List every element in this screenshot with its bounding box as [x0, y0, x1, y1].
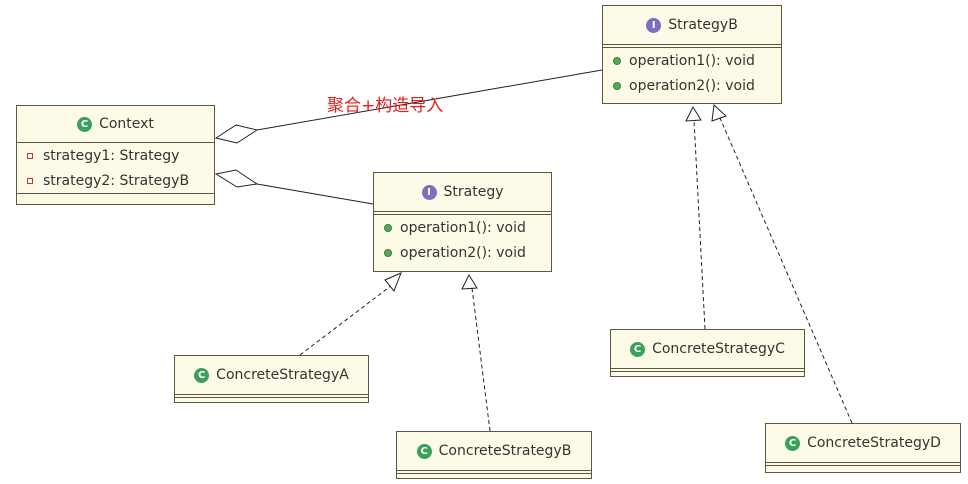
concrete-c-methods — [611, 371, 804, 374]
concrete-a-header: C ConcreteStrategyA — [175, 356, 368, 394]
method-label: operation2(): void — [629, 77, 755, 94]
realization-arrow-c — [685, 105, 702, 122]
strategy-interface[interactable]: I Strategy operation1(): void operation2… — [373, 172, 552, 272]
strategy-methods: operation1(): void operation2(): void — [374, 214, 551, 265]
concrete-a-methods — [175, 397, 368, 400]
method-row[interactable]: operation2(): void — [374, 240, 551, 265]
aggregation-label: 聚合+构造导入 — [327, 96, 444, 116]
concrete-d-fields — [766, 462, 960, 465]
strategy-header: I Strategy — [374, 173, 551, 211]
concrete-d-methods — [766, 465, 960, 468]
aggregation-diamond-bottom — [214, 169, 259, 188]
realization-line-b — [471, 287, 491, 432]
concrete-d-header: C ConcreteStrategyD — [766, 424, 960, 462]
strategyB-interface[interactable]: I StrategyB operation1(): void operation… — [602, 5, 782, 104]
interface-icon: I — [646, 17, 662, 33]
aggregation-line-strategyB — [256, 69, 603, 131]
method-row[interactable]: operation1(): void — [603, 48, 781, 73]
private-field-icon — [27, 152, 33, 159]
strategy-fields — [374, 211, 551, 214]
private-field-icon — [27, 177, 33, 184]
concrete-strategy-d-class[interactable]: C ConcreteStrategyD — [765, 423, 961, 473]
interface-icon: I — [421, 184, 437, 200]
context-methods — [17, 193, 214, 196]
class-icon: C — [194, 367, 210, 383]
realization-line-a — [299, 284, 393, 356]
concrete-a-fields — [175, 394, 368, 397]
concrete-c-header: C ConcreteStrategyC — [611, 330, 804, 368]
strategyB-fields — [603, 44, 781, 47]
public-method-icon — [384, 248, 392, 257]
context-class[interactable]: C Context strategy1: Strategy strategy2:… — [16, 105, 215, 205]
concrete-strategy-a-class[interactable]: C ConcreteStrategyA — [174, 355, 369, 403]
aggregation-diamond-top — [214, 124, 259, 144]
concrete-b-header: C ConcreteStrategyB — [397, 432, 591, 470]
method-label: operation1(): void — [400, 219, 526, 236]
strategyB-methods: operation1(): void operation2(): void — [603, 47, 781, 98]
realization-arrow-a — [384, 272, 402, 292]
class-name: ConcreteStrategyC — [652, 341, 785, 357]
interface-name: Strategy — [443, 184, 504, 200]
class-name: ConcreteStrategyA — [216, 367, 349, 383]
method-label: operation1(): void — [629, 52, 755, 69]
method-row[interactable]: operation2(): void — [603, 73, 781, 98]
class-name: ConcreteStrategyB — [438, 443, 572, 459]
class-icon: C — [77, 116, 93, 132]
concrete-b-methods — [397, 473, 591, 476]
realization-line-c — [693, 119, 706, 330]
concrete-b-fields — [397, 470, 591, 473]
class-icon: C — [785, 435, 801, 451]
class-icon: C — [416, 443, 432, 459]
realization-arrow-b — [461, 273, 478, 290]
field-row[interactable]: strategy2: StrategyB — [17, 168, 214, 193]
field-label: strategy2: StrategyB — [43, 172, 190, 189]
context-header: C Context — [17, 106, 214, 142]
field-label: strategy1: Strategy — [43, 147, 180, 164]
class-name: Context — [99, 116, 154, 132]
concrete-strategy-c-class[interactable]: C ConcreteStrategyC — [610, 329, 805, 377]
concrete-c-fields — [611, 368, 804, 371]
method-row[interactable]: operation1(): void — [374, 215, 551, 240]
class-icon: C — [630, 341, 646, 357]
public-method-icon — [384, 223, 392, 232]
public-method-icon — [613, 81, 621, 90]
public-method-icon — [613, 56, 621, 65]
strategyB-header: I StrategyB — [603, 6, 781, 44]
class-name: ConcreteStrategyD — [807, 435, 941, 451]
context-fields: strategy1: Strategy strategy2: StrategyB — [17, 142, 214, 193]
realization-line-d — [719, 117, 853, 424]
concrete-strategy-b-class[interactable]: C ConcreteStrategyB — [396, 431, 592, 479]
aggregation-line-strategy — [256, 183, 374, 205]
realization-arrow-d — [711, 103, 727, 122]
interface-name: StrategyB — [668, 17, 738, 33]
field-row[interactable]: strategy1: Strategy — [17, 143, 214, 168]
method-label: operation2(): void — [400, 244, 526, 261]
